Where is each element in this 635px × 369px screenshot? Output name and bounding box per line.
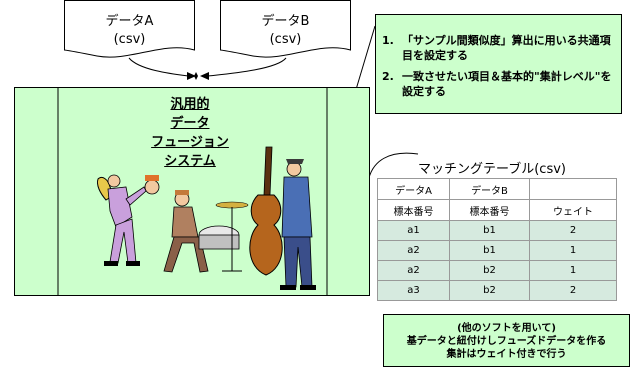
arrow-line-a [128, 57, 189, 77]
data-file-b-format: (csv) [269, 32, 302, 47]
note-item-2-text: 一致させたい項目＆基本的"集計レベル"を設定する [402, 70, 612, 98]
table-cell: a3 [377, 280, 450, 301]
merge-point [194, 72, 198, 80]
matching-table-header-row-1: データA データB [377, 178, 617, 200]
data-file-a-name: データA [105, 14, 154, 29]
system-name-line-3: フュージョン [151, 135, 229, 150]
table-cell: b2 [449, 260, 530, 281]
header-sample-no-b: 標本番号 [449, 199, 530, 221]
footer-line-1: (他のソフトを用いて) [457, 323, 556, 334]
table-cell: 1 [529, 260, 617, 281]
table-cell: 1 [529, 240, 617, 261]
table-cell: b2 [449, 280, 530, 301]
table-cell: a2 [377, 260, 450, 281]
table-row: a2 b1 1 [377, 240, 617, 261]
header-data-a: データA [377, 178, 450, 200]
jazz-band-clipart-icon [97, 146, 316, 290]
fusion-footer-note: (他のソフトを用いて) 基データと紐付けしフューズドデータを作る 集計はウェイト… [383, 314, 630, 367]
header-data-b: データB [449, 178, 530, 200]
header-blank [529, 178, 617, 200]
fusion-system-block [14, 87, 370, 296]
table-cell: b1 [449, 220, 530, 241]
table-row: a3 b2 2 [377, 280, 617, 301]
header-sample-no-a: 標本番号 [377, 199, 450, 221]
note-item-1-text: 「サンプル間類似度」算出に用いる共通項目を設定する [402, 34, 611, 62]
system-name-line-4: システム [164, 154, 216, 169]
note-item-1: 1. 「サンプル間類似度」算出に用いる共通項目を設定する [376, 33, 621, 63]
header-weight: ウェイト [529, 199, 617, 221]
table-row: a2 b2 1 [377, 260, 617, 281]
matching-table: データA データB 標本番号 標本番号 ウェイト a1 b1 2 a2 b1 1… [377, 178, 617, 301]
data-file-b: データB (csv) [220, 0, 351, 60]
footer-line-3: 集計はウェイト付きで行う [446, 349, 567, 360]
note-item-2: 2. 一致させたい項目＆基本的"集計レベル"を設定する [376, 69, 621, 99]
matching-table-title: マッチングテーブル(csv) [418, 162, 566, 177]
data-file-b-name: データB [261, 14, 310, 29]
data-file-a-format: (csv) [113, 32, 146, 47]
system-name-line-2: データ [170, 116, 210, 131]
arrow-head-a [187, 72, 196, 80]
data-file-a: データA (csv) [64, 0, 195, 60]
note-item-2-number: 2. [382, 70, 394, 83]
matching-table-header-row-2: 標本番号 標本番号 ウェイト [377, 199, 617, 221]
table-cell: 2 [529, 280, 617, 301]
arrow-line-b [207, 57, 287, 77]
note-item-1-number: 1. [382, 34, 394, 47]
table-cell: a2 [377, 240, 450, 261]
table-cell: b1 [449, 240, 530, 261]
system-name-line-1: 汎用的 [170, 97, 210, 112]
table-cell: a1 [377, 220, 450, 241]
footer-line-2: 基データと紐付けしフューズドデータを作る [406, 336, 607, 347]
table-row: a1 b1 2 [377, 220, 617, 241]
table-cell: 2 [529, 220, 617, 241]
system-name: 汎用的 データ フュージョン システム [130, 95, 250, 171]
arrow-head-b [200, 72, 209, 80]
settings-note: 1. 「サンプル間類似度」算出に用いる共通項目を設定する 2. 一致させたい項目… [375, 14, 622, 114]
